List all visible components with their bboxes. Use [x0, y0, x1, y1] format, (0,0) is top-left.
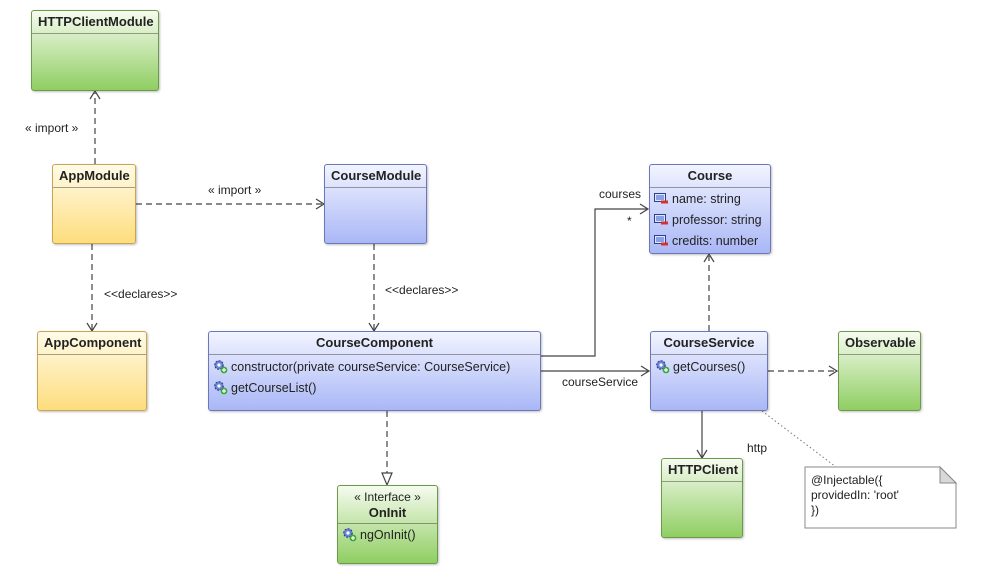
observable-title: Observable [839, 332, 920, 355]
arrowhead [703, 252, 715, 263]
course-title: Course [650, 165, 770, 188]
oninit-title: OnInit [338, 505, 437, 524]
declares-label-coursecomponent: <<declares>> [385, 283, 459, 297]
arrowhead [640, 365, 651, 377]
httpclientmodule-title: HTTPClientModule [32, 11, 158, 34]
member-text: credits: number [672, 234, 759, 248]
coursemodule-title: CourseModule [325, 165, 426, 188]
coursecomponent-box[interactable]: CourseComponent constructor(private cour… [208, 331, 541, 411]
appmodule-title: AppModule [53, 165, 135, 188]
member-ngoninit[interactable]: ngOnInit() [338, 525, 437, 546]
member-text: ngOnInit() [360, 528, 416, 542]
role-label-courses: courses [599, 187, 642, 201]
coursemodule-box[interactable]: CourseModule [324, 164, 427, 244]
attribute-professor[interactable]: professor: string [650, 210, 770, 231]
member-text: getCourseList() [231, 381, 317, 395]
arrowhead [89, 89, 101, 100]
courseservice-title: CourseService [651, 332, 767, 355]
appcomponent-title: AppComponent [38, 332, 146, 355]
courseservice-box[interactable]: CourseService getCourses() [650, 331, 768, 411]
realization-arrowhead [381, 472, 393, 487]
appmodule-box[interactable]: AppModule [52, 164, 136, 244]
note-connector [761, 410, 837, 468]
association-edge-course [541, 208, 647, 357]
httpclient-box[interactable]: HTTPClient [661, 458, 743, 538]
attribute-name[interactable]: name: string [650, 189, 770, 210]
note-fold [939, 465, 958, 484]
member-getcourselist[interactable]: getCourseList() [209, 378, 540, 399]
role-label-http: http [747, 441, 768, 455]
httpclient-title: HTTPClient [662, 459, 742, 482]
import-label-coursemodule: « import » [208, 183, 262, 197]
oninit-box[interactable]: « Interface » OnInit ngOnInit() [337, 485, 438, 564]
member-constructor[interactable]: constructor(private courseService: Cours… [209, 357, 540, 378]
member-text: professor: string [672, 213, 762, 227]
observable-box[interactable]: Observable [838, 331, 921, 411]
note-shape [804, 466, 957, 529]
import-label-httpclientmodule: « import » [25, 121, 79, 135]
httpclientmodule-box[interactable]: HTTPClientModule [31, 10, 159, 91]
member-getcourses[interactable]: getCourses() [651, 357, 767, 378]
multiplicity-label: * [627, 214, 632, 228]
private-attribute-icon [654, 214, 668, 225]
operation-gear-icon [214, 381, 228, 395]
oninit-stereotype: « Interface » [354, 490, 421, 504]
declares-label-appcomponent: <<declares>> [104, 287, 178, 301]
private-attribute-icon [654, 193, 668, 204]
member-text: name: string [672, 192, 741, 206]
arrowhead [639, 203, 650, 215]
member-text: constructor(private courseService: Cours… [231, 360, 511, 374]
injectable-note: @Injectable({ providedIn: 'root' }) [811, 473, 899, 517]
appcomponent-box[interactable]: AppComponent [37, 331, 147, 411]
private-attribute-icon [654, 235, 668, 246]
course-box[interactable]: Course name: string professor: string cr… [649, 164, 771, 254]
operation-gear-icon [656, 360, 670, 374]
role-label-courseservice: courseService [562, 375, 639, 389]
member-text: getCourses() [673, 360, 746, 374]
operation-gear-icon [343, 528, 357, 542]
operation-gear-icon [214, 360, 228, 374]
coursecomponent-title: CourseComponent [209, 332, 540, 355]
attribute-credits[interactable]: credits: number [650, 231, 770, 252]
arrowhead [828, 365, 839, 377]
